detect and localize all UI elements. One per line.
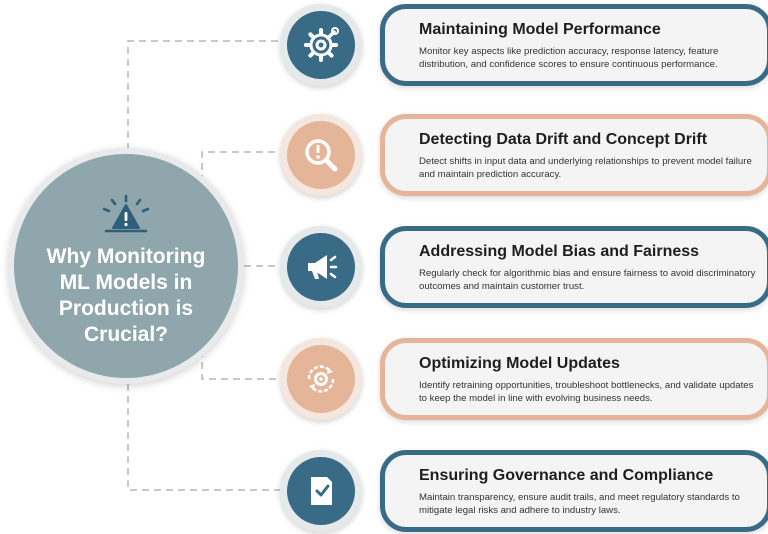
document-check-icon bbox=[311, 477, 332, 505]
item-description: Maintain transparency, ensure audit trai… bbox=[419, 492, 740, 516]
item-title: Addressing Model Bias and Fairness bbox=[419, 243, 700, 260]
item-description: Identify retraining opportunities, troub… bbox=[419, 380, 754, 404]
item-title: Optimizing Model Updates bbox=[419, 355, 620, 372]
item-title: Maintaining Model Performance bbox=[419, 21, 661, 38]
item-governance: Ensuring Governance and Compliance Maint… bbox=[280, 450, 768, 532]
megaphone-icon bbox=[308, 255, 338, 279]
item-icon-circle bbox=[280, 450, 362, 532]
item-card: Ensuring Governance and Compliance Maint… bbox=[380, 450, 768, 532]
item-description: Regularly check for algorithmic bias and… bbox=[419, 268, 756, 292]
item-icon-circle bbox=[280, 114, 362, 196]
item-title: Ensuring Governance and Compliance bbox=[419, 467, 714, 484]
hub-title: Why Monitoring ML Models in Production i… bbox=[46, 245, 206, 346]
item-icon-circle bbox=[280, 226, 362, 308]
item-card: Maintaining Model Performance Monitor ke… bbox=[380, 4, 768, 86]
gear-wrench-icon bbox=[304, 27, 339, 62]
item-card: Optimizing Model Updates Identify retrai… bbox=[380, 338, 768, 420]
item-icon-circle bbox=[280, 4, 362, 86]
item-model-updates: Optimizing Model Updates Identify retrai… bbox=[280, 338, 768, 420]
magnifier-alert-icon bbox=[305, 139, 338, 172]
central-hub: Why Monitoring ML Models in Production i… bbox=[8, 148, 244, 384]
refresh-gear-icon bbox=[307, 365, 335, 393]
item-icon-circle bbox=[280, 338, 362, 420]
item-model-bias: Addressing Model Bias and Fairness Regul… bbox=[280, 226, 768, 308]
item-description: Monitor key aspects like prediction accu… bbox=[419, 46, 719, 70]
item-title: Detecting Data Drift and Concept Drift bbox=[419, 131, 708, 148]
warning-icon bbox=[102, 194, 150, 233]
item-card: Detecting Data Drift and Concept Drift D… bbox=[380, 114, 768, 196]
item-data-drift: Detecting Data Drift and Concept Drift D… bbox=[280, 114, 768, 196]
item-description: Detect shifts in input data and underlyi… bbox=[419, 156, 752, 180]
item-model-performance: Maintaining Model Performance Monitor ke… bbox=[280, 4, 768, 86]
item-card: Addressing Model Bias and Fairness Regul… bbox=[380, 226, 768, 308]
